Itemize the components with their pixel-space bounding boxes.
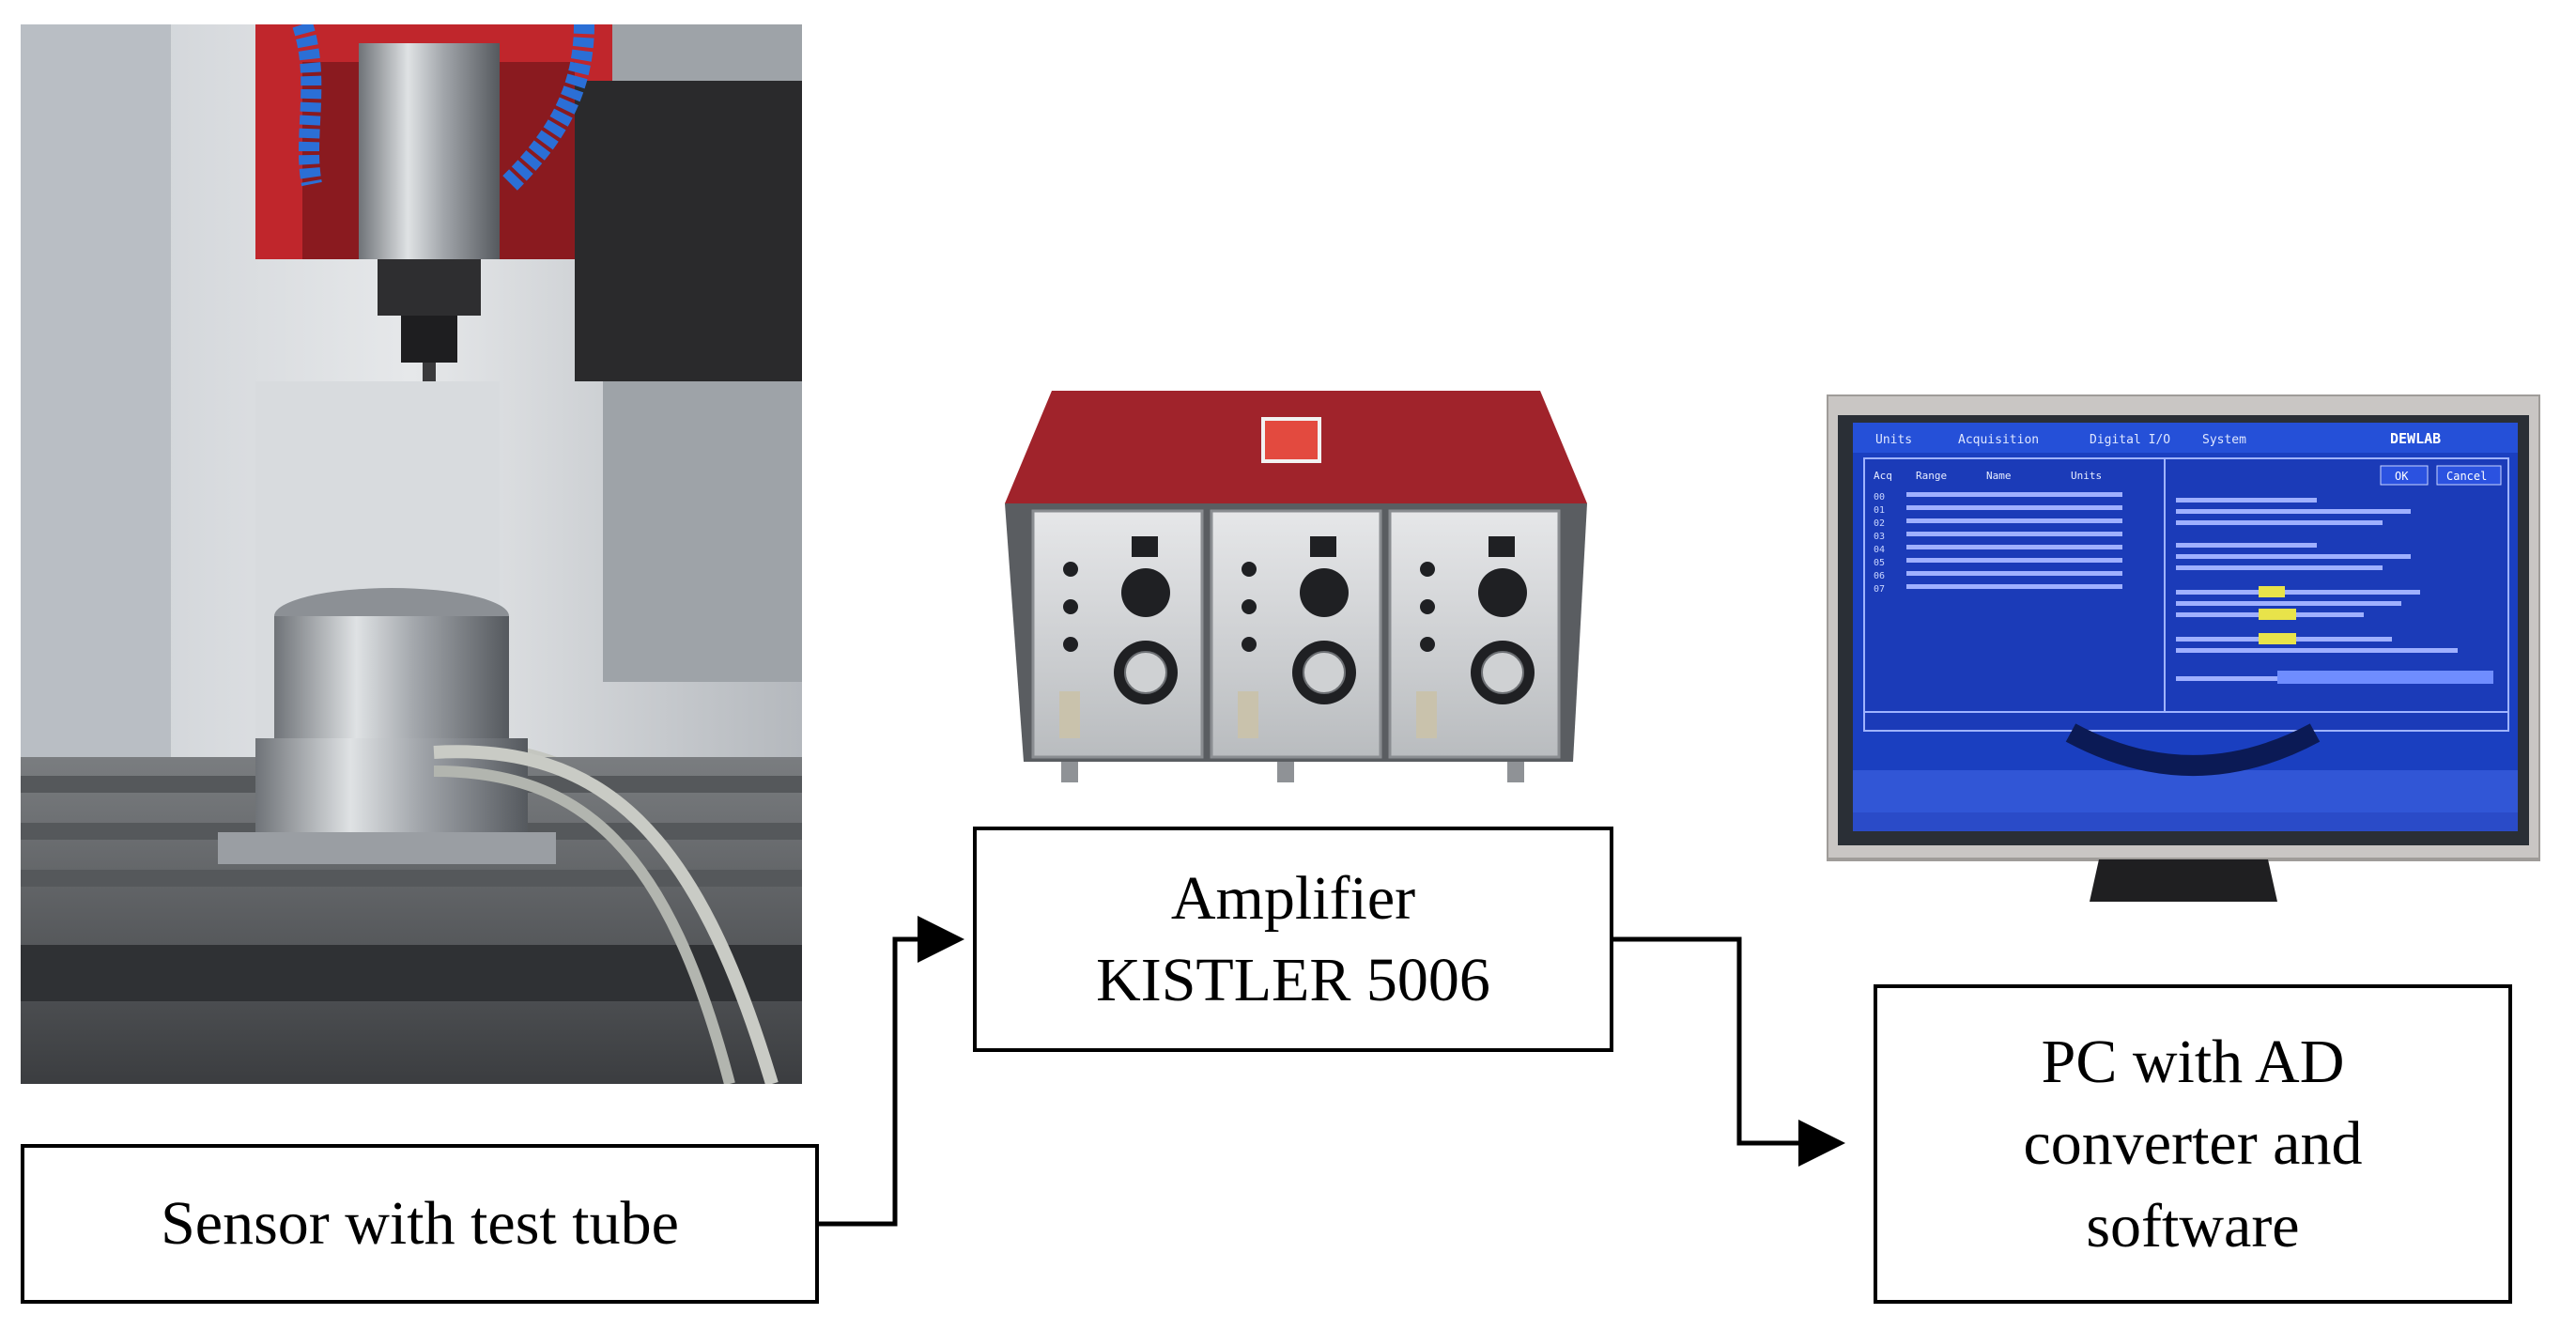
amplifier-node-line-1: Amplifier [1170,863,1416,933]
milling-machine-photo [21,24,802,1084]
sensor-node-line: Sensor with test tube [161,1189,679,1259]
pc-node-line-3: software [2086,1191,2300,1260]
monitor-photo: Units Acquisition Digital I/O System DEW… [1827,394,2540,902]
screen-row-04: 04 [1874,545,1885,555]
screen-ok-button: OK [2395,470,2409,483]
screen-menu-system: System [2202,433,2246,447]
screen-col-units: Units [2071,470,2102,482]
edge-amplifier-to-pc [1613,936,1845,1167]
screen-col-acq: Acq [1874,470,1892,482]
sensor-node-label: Sensor with test tube [161,1183,679,1264]
amplifier-node-label: Amplifier KISTLER 5006 [1096,858,1490,1021]
screen-row-05: 05 [1874,558,1885,568]
amplifier-node: Amplifier KISTLER 5006 [973,827,1613,1052]
screen-row-03: 03 [1874,532,1885,542]
charge-amplifier-photo [1005,391,1587,782]
screen-row-06: 06 [1874,571,1885,581]
sensor-node: Sensor with test tube [21,1144,819,1304]
pc-node-line-1: PC with AD [2041,1028,2345,1097]
screen-col-name: Name [1986,470,2012,482]
screen-col-range: Range [1916,470,1947,482]
screen-row-02: 02 [1874,518,1885,529]
screen-row-01: 01 [1874,505,1885,516]
edge-sensor-to-amplifier [817,916,964,1227]
screen-row-07: 07 [1874,584,1885,595]
screen-row-00: 00 [1874,492,1885,503]
pc-node: PC with AD converter and software [1874,984,2512,1304]
screen-menu-acquisition: Acquisition [1958,433,2039,447]
screen-cancel-button: Cancel [2446,470,2487,483]
pc-node-label: PC with AD converter and software [2024,1021,2363,1266]
screen-menu-units: Units [1875,433,1912,447]
screen-menu-digital-io: Digital I/O [2090,433,2170,447]
screen-brand: DEWLAB [2390,430,2441,447]
amplifier-node-line-2: KISTLER 5006 [1096,946,1490,1014]
pc-node-line-2: converter and [2023,1109,2363,1179]
